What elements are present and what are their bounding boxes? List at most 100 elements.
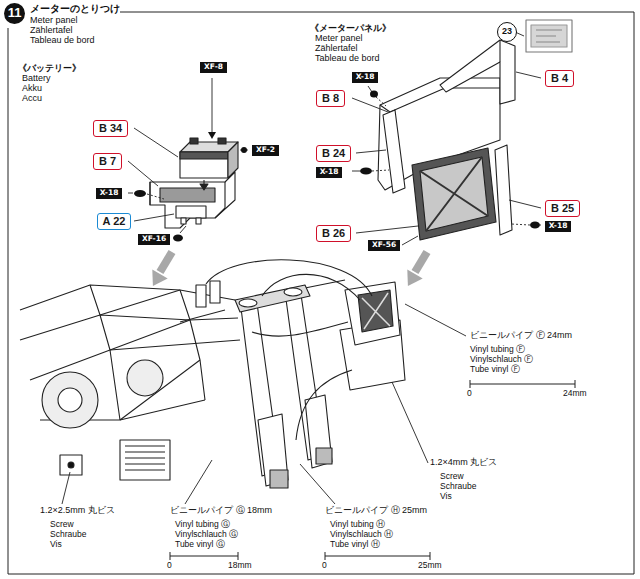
- meter-panel-assembly: [383, 110, 405, 193]
- annotation-label: Meter panel: [315, 34, 363, 44]
- battery-assembly: [150, 138, 238, 228]
- meter-panel-assembly: [526, 20, 572, 52]
- annotation-label: ビニールパイプ Ⓕ 24mm: [470, 331, 572, 341]
- battery-leader-lines: [180, 226, 186, 233]
- annotation-label: Screw: [440, 471, 464, 481]
- node-text: B 8: [322, 92, 339, 104]
- annotation-label: Tube vinyl Ⓖ: [175, 539, 225, 551]
- battery-leader-lines: [128, 161, 158, 186]
- motorcycle-front-illustration: [252, 322, 348, 336]
- part-number-box: B 4: [545, 70, 574, 87]
- screw-symbol: [208, 132, 216, 139]
- length-scale: [470, 380, 575, 388]
- annotation-label: Tableau de bord: [30, 36, 95, 46]
- motorcycle-front-illustration: [42, 372, 98, 428]
- lower-leader-lines: [405, 304, 466, 336]
- meter-leader-lines: [356, 150, 386, 153]
- decal-number: 23: [497, 22, 517, 42]
- node-text: X-18: [549, 222, 568, 230]
- node-text: XF-2: [256, 146, 275, 154]
- motorcycle-front-illustration: [239, 299, 257, 307]
- motorcycle-front-illustration: [235, 285, 310, 312]
- direction-arrow: [152, 269, 167, 286]
- step-title: メーターのとりつけ: [30, 3, 120, 14]
- annotation-label: 1.2×4mm 丸ビス: [430, 458, 497, 468]
- motorcycle-front-illustration: [284, 288, 302, 296]
- paint-code-tag: XF-56: [368, 240, 400, 251]
- node-text: B 7: [99, 155, 116, 167]
- meter-leader-lines: [516, 72, 541, 78]
- motorcycle-front-illustration: [206, 260, 372, 296]
- annotation-label: Tube vinyl Ⓕ: [470, 364, 520, 376]
- annotation-label: 1.2×2.5mm 丸ビス: [40, 506, 115, 516]
- length-scale: [170, 552, 238, 560]
- motorcycle-front-illustration: [296, 370, 352, 440]
- battery-assembly: [180, 152, 228, 159]
- part-number-box: B 7: [93, 153, 122, 170]
- length-scale: [170, 380, 575, 560]
- lower-leader-lines: [62, 472, 70, 504]
- node-text: A 22: [103, 215, 126, 227]
- node-text: B 25: [551, 202, 574, 214]
- battery-leader-lines: [128, 78, 248, 233]
- battery-assembly: [160, 188, 215, 202]
- paint-code-tag: XF-16: [138, 234, 170, 245]
- meter-leader-lines: [376, 97, 386, 106]
- annotation-label: Zählertafel: [30, 26, 73, 36]
- annotation-label: Vis: [50, 539, 62, 549]
- screw-symbol: [173, 235, 183, 242]
- direction-arrow: [160, 252, 172, 272]
- annotation-label: Vis: [440, 491, 452, 501]
- motorcycle-front-illustration: [125, 446, 165, 470]
- annotation-label: Battery: [22, 74, 51, 84]
- meter-panel-assembly: [440, 40, 515, 104]
- screw-symbol: [360, 91, 540, 229]
- lower-leader-lines: [62, 304, 466, 504]
- screw-symbol: [530, 222, 540, 229]
- motorcycle-front-illustration: [120, 440, 170, 480]
- meter-panel-assembly: [380, 88, 500, 112]
- direction-arrow: [152, 252, 427, 286]
- direction-arrow: [415, 252, 427, 272]
- screw-symbol: [360, 168, 372, 175]
- part-number-box: A 22: [97, 213, 131, 230]
- node-text: B 26: [322, 227, 345, 239]
- part-number-box: B 8: [316, 90, 345, 107]
- annotation-label: Schraube: [50, 529, 86, 539]
- battery-assembly: [218, 138, 226, 144]
- lower-leader-lines: [300, 464, 335, 504]
- battery-assembly: [228, 142, 238, 178]
- meter-panel-assembly: [495, 145, 512, 235]
- battery-leader-lines: [134, 128, 178, 157]
- screw-symbol: [241, 147, 247, 153]
- annotation-label: 18mm: [228, 560, 252, 570]
- meter-leader-lines: [352, 98, 388, 112]
- lower-leader-lines: [392, 382, 428, 463]
- meter-panel-assembly: [499, 40, 500, 62]
- annotation-label: 24mm: [563, 388, 587, 398]
- paint-code-tag: X-18: [352, 72, 378, 83]
- screw-symbol: [370, 91, 378, 98]
- annotation-label: Screw: [50, 519, 74, 529]
- battery-assembly: [200, 184, 208, 190]
- meter-leader-lines: [402, 236, 418, 245]
- meter-panel-assembly: [536, 30, 562, 42]
- meter-leader-lines: [509, 200, 541, 208]
- battery-assembly: [149, 182, 150, 205]
- battery-leader-lines: [147, 194, 164, 199]
- node-text: XF-16: [142, 235, 166, 243]
- motorcycle-front-illustration: [305, 280, 345, 288]
- annotation-label: Schraube: [440, 481, 476, 491]
- meter-panel-assembly: [420, 157, 488, 231]
- meter-leader-lines: [352, 32, 541, 245]
- battery-leader-lines: [134, 214, 174, 221]
- motorcycle-front-illustration: [305, 395, 332, 468]
- length-scale: [325, 552, 430, 560]
- motorcycle-front-illustration: [358, 290, 393, 332]
- screw-symbol: [134, 190, 146, 197]
- motorcycle-front-illustration: [210, 281, 220, 303]
- paint-code-tag: XF-2: [252, 145, 279, 156]
- direction-arrow: [407, 269, 422, 286]
